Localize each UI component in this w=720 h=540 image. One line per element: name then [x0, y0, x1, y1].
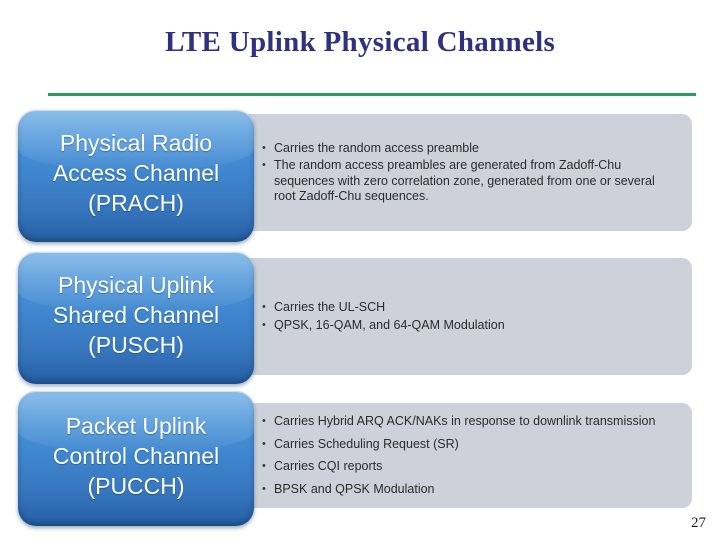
channel-row: • Carries Hybrid ARQ ACK/NAKs in respons…	[0, 391, 720, 526]
bullet-text: The random access preambles are generate…	[274, 158, 655, 203]
list-item: • Carries CQI reports	[262, 459, 678, 475]
bullet-list: • Carries the random access preamble • T…	[262, 141, 678, 205]
list-item: • Carries the UL-SCH	[262, 300, 678, 316]
bullet-icon: •	[262, 141, 266, 154]
bullet-icon: •	[262, 460, 266, 472]
bullet-icon: •	[262, 437, 266, 450]
list-item: • Carries the random access preamble	[262, 141, 678, 157]
bullet-text: Carries CQI reports	[274, 459, 383, 473]
bullet-text: Carries Scheduling Request (SR)	[274, 436, 459, 451]
bullet-text: Carries the UL-SCH	[274, 299, 386, 314]
list-item: • QPSK, 16-QAM, and 64-QAM Modulation	[262, 318, 678, 334]
list-item: • Carries Scheduling Request (SR)	[262, 437, 678, 453]
bullet-text: QPSK, 16-QAM, and 64-QAM Modulation	[274, 318, 505, 332]
list-item: • Carries Hybrid ARQ ACK/NAKs in respons…	[262, 414, 678, 430]
page-title: LTE Uplink Physical Channels	[164, 26, 556, 58]
list-item: • BPSK and QPSK Modulation	[262, 482, 678, 498]
bullet-icon: •	[262, 319, 266, 331]
list-item: • The random access preambles are genera…	[262, 158, 678, 205]
channel-description-panel: • Carries the UL-SCH • QPSK, 16-QAM, and…	[192, 258, 692, 375]
bullet-icon: •	[262, 415, 266, 427]
bullet-text: BPSK and QPSK Modulation	[274, 481, 435, 496]
bullet-icon: •	[262, 300, 266, 313]
channel-description-panel: • Carries the random access preamble • T…	[192, 114, 692, 231]
channel-row: • Carries the UL-SCH • QPSK, 16-QAM, and…	[0, 252, 720, 384]
bullet-icon: •	[262, 482, 266, 495]
channel-description-panel: • Carries Hybrid ARQ ACK/NAKs in respons…	[192, 403, 692, 508]
channel-row: • Carries the random access preamble • T…	[0, 110, 720, 242]
bullet-list: • Carries the UL-SCH • QPSK, 16-QAM, and…	[262, 300, 678, 334]
bullet-text: Carries Hybrid ARQ ACK/NAKs in response …	[274, 414, 656, 428]
bullet-list: • Carries Hybrid ARQ ACK/NAKs in respons…	[262, 414, 678, 497]
page-number: 27	[691, 515, 706, 531]
title-underline-rule	[48, 93, 696, 96]
bullet-text: Carries the random access preamble	[274, 140, 479, 155]
bullet-icon: •	[262, 159, 266, 171]
